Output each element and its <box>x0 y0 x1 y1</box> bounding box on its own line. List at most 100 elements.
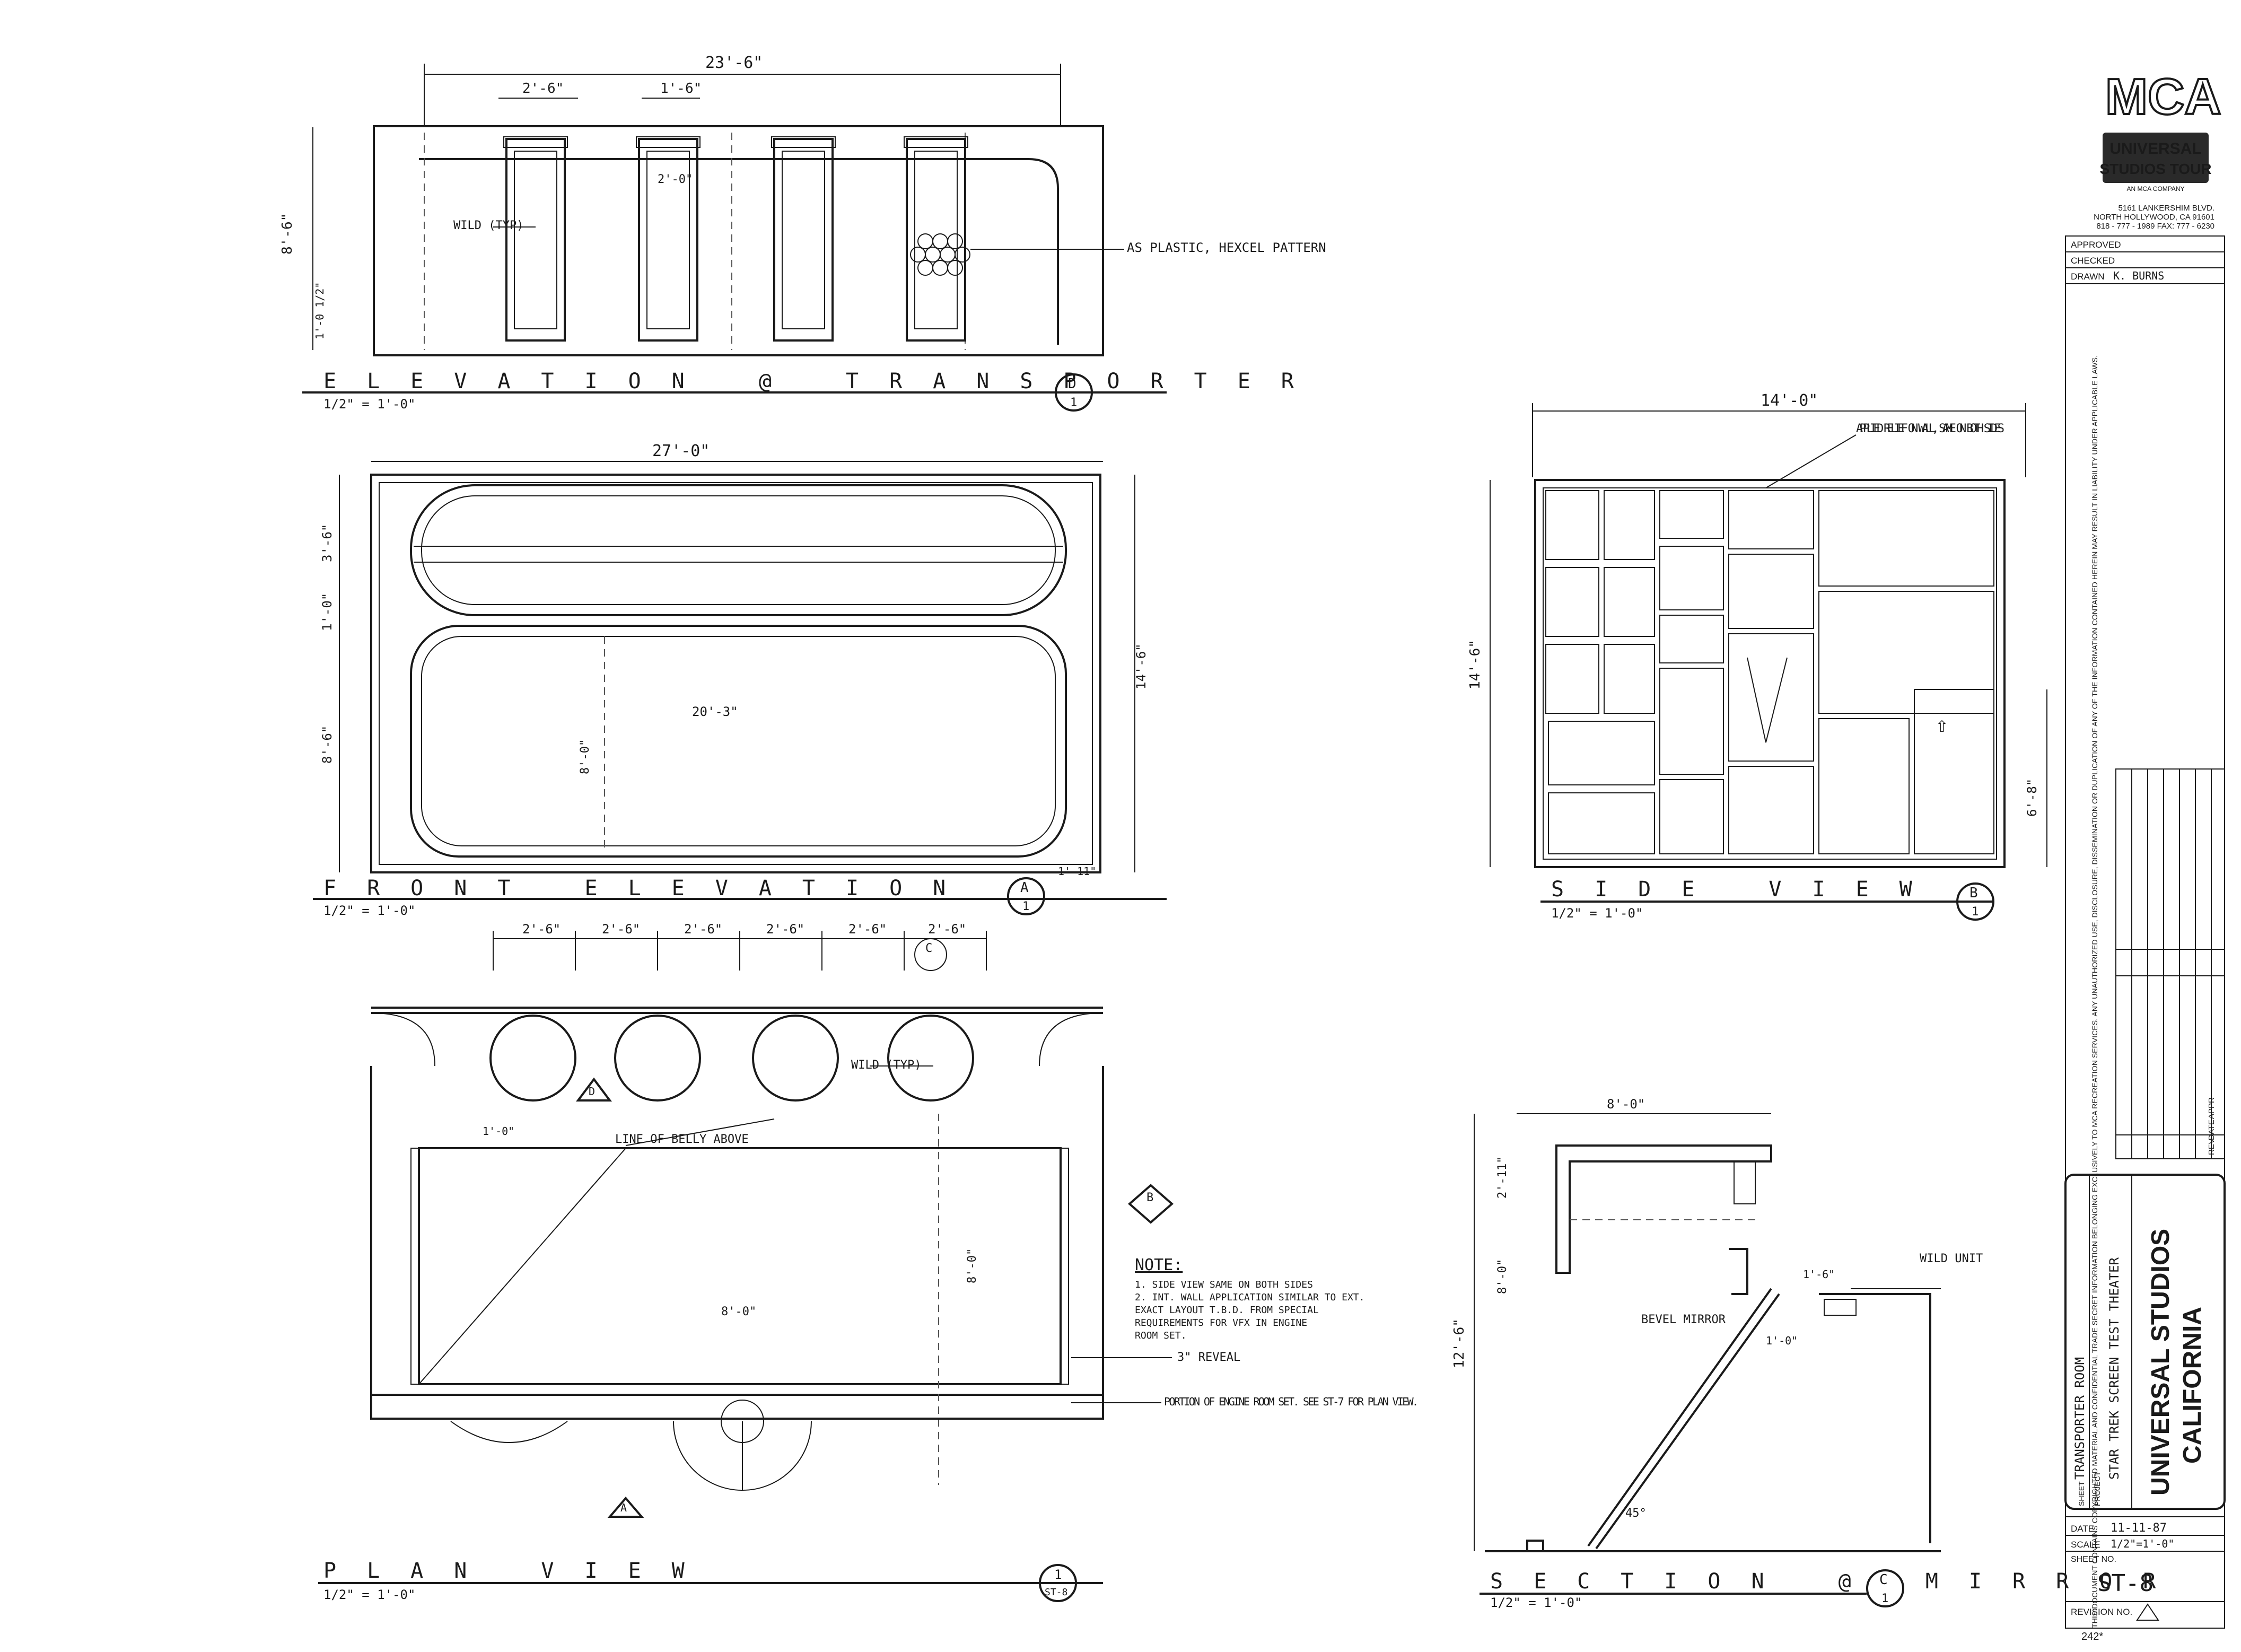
plan-dim-1: 2'-6" <box>522 922 561 937</box>
mirror-top-dim: 8'-0" <box>1607 1097 1645 1112</box>
transporter-view-title: ELEVATION @ TRANSPORTER <box>323 369 1325 394</box>
revision-label: REVISION NO. <box>2071 1607 2132 1617</box>
plan-wild-note: WILD (TYP) <box>851 1059 921 1072</box>
scale-label: SCALE <box>2071 1540 2100 1550</box>
transporter-overall-dim: 23'-6" <box>705 54 763 72</box>
sheet-value: TRANSPORTER ROOM <box>2072 1357 2087 1480</box>
appr-label: APPR <box>2207 1097 2216 1119</box>
rev-label: REV <box>2207 1139 2216 1155</box>
note-line-3: EXACT LAYOUT T.B.D. FROM SPECIAL <box>1135 1305 1319 1316</box>
front-inner-width-dim: 20'-3" <box>692 704 738 719</box>
front-elevation: 27'-0" 20'-3" 8'-0" 3'-6" 1'-0" 8'-6" 14… <box>313 442 1167 918</box>
plan-dim-6: 2'-6" <box>928 922 966 937</box>
hexcel-pattern <box>910 233 970 276</box>
front-scale: 1/2" = 1'-0" <box>323 903 415 918</box>
title-block: MCA UNIVERSAL STUDIOS TOUR AN MCA COMPAN… <box>2064 67 2226 1642</box>
universal-badge <box>2103 133 2209 183</box>
plan-section-b-letter: B <box>1146 1191 1153 1204</box>
date-value: 11-11-87 <box>2111 1522 2167 1535</box>
scale-value: 1/2"=1'-0" <box>2111 1537 2174 1550</box>
transporter-dim-w1: 2'-6" <box>522 81 564 97</box>
date-col-label: DATE <box>2207 1120 2216 1140</box>
phone-line: 818 - 777 - 1989 FAX: 777 - 6230 <box>2096 222 2214 231</box>
plan-note-block: NOTE: 1. SIDE VIEW SAME ON BOTH SIDES 2.… <box>1135 1256 1364 1341</box>
transporter-elevation: 23'-6" 2'-6" 1'-6" 2'-0" AS PLASTIC, HEX… <box>279 54 1326 412</box>
side-callout-sheet: 1 <box>1972 905 1979 919</box>
front-upper-dim: 3'-6" <box>320 524 335 562</box>
studio-line-2: CALIFORNIA <box>2178 1307 2207 1464</box>
plan-view: 2'-6" 2'-6" 2'-6" 2'-6" 2'-6" 2'-6" C LI… <box>318 922 1419 1602</box>
mirror-callout-letter: C <box>1879 1572 1888 1588</box>
front-overall-dim: 27'-0" <box>652 442 710 460</box>
approved-label: APPROVED <box>2071 240 2121 250</box>
sheet-label: SHEET <box>2077 1481 2086 1506</box>
mirror-callout-sheet: 1 <box>1881 1592 1888 1605</box>
front-callout-sheet: 1 <box>1022 900 1029 913</box>
front-total-height-dim: 14'-6" <box>1134 643 1149 689</box>
mirror-h1-dim: 2'-11" <box>1496 1157 1509 1199</box>
mirror-view-title: SECTION @ MIRROR <box>1490 1569 2186 1594</box>
transporter-dim-w2: 1'-6" <box>660 81 702 97</box>
side-overall-height-dim: 14'-6" <box>1467 640 1483 689</box>
transporter-wild-note: WILD (TYP) <box>453 219 523 232</box>
mirror-note: BEVEL MIRROR <box>1641 1313 1726 1326</box>
plan-callout-letter: 1 <box>1054 1567 1062 1582</box>
plan-section-c-letter: C <box>925 942 932 955</box>
address-line-2: NORTH HOLLYWOOD, CA 91601 <box>2094 213 2214 222</box>
mirror-angle: 45° <box>1625 1507 1647 1520</box>
plan-dim-4: 2'-6" <box>766 922 804 937</box>
plan-scale: 1/2" = 1'-0" <box>323 1587 415 1602</box>
mca-logo: MCA <box>2105 68 2221 125</box>
plan-dim-5: 2'-6" <box>848 922 887 937</box>
relief-note: APPLIED RELIEF ON WALL, SAME ON BOTH SID… <box>1856 422 2004 435</box>
transporter-dim-w3: 2'-0" <box>658 173 693 186</box>
reveal-note: 3" REVEAL <box>1177 1351 1240 1364</box>
side-scale: 1/2" = 1'-0" <box>1551 906 1643 921</box>
sheetno-value: ST-8 <box>2097 1570 2154 1597</box>
badge-line-1: UNIVERSAL <box>2109 140 2201 158</box>
checked-label: CHECKED <box>2071 256 2115 266</box>
note-line-4: REQUIREMENTS FOR VFX IN ENGINE <box>1135 1317 1307 1328</box>
side-door-symbol: ⇧ <box>1936 713 1948 737</box>
front-edge-dim: 1'-11" <box>1058 865 1096 878</box>
sheetno-label: SHEET NO. <box>2071 1555 2116 1564</box>
mirror-scale: 1/2" = 1'-0" <box>1490 1595 1582 1610</box>
plan-soffit-dim: 1'-0" <box>483 1125 514 1138</box>
side-view-title: SIDE VIEW <box>1551 877 1943 902</box>
transporter-callout-sheet: 1 <box>1070 396 1077 409</box>
front-callout-letter: A <box>1020 880 1029 896</box>
belly-line-note: LINE OF BELLY ABOVE <box>615 1133 749 1146</box>
transporter-callout-letter: D <box>1068 376 1076 392</box>
project-label: PROJECT <box>2093 1471 2102 1506</box>
mirror-total-dim: 12'-6" <box>1451 1318 1467 1368</box>
side-door-height-dim: 6'-8" <box>2025 779 2039 817</box>
legal-notice: THIS DOCUMENT CONTAINS COPYRIGHTED MATER… <box>2090 355 2099 1628</box>
project-value: STAR TREK SCREEN TEST THEATER <box>2107 1257 2122 1480</box>
mirror-section: 8'-0" 12'-6" 2'-11" 8'-0" BEVEL MIRROR 1… <box>1451 1097 2186 1610</box>
front-mid-dim: 1'-0" <box>320 593 335 631</box>
plastic-note: AS PLASTIC, HEXCEL PATTERN <box>1127 240 1326 255</box>
plan-callout-sheet: ST-8 <box>1045 1587 1067 1598</box>
plan-width-dim: 8'-0" <box>721 1305 756 1318</box>
side-callout-letter: B <box>1969 885 1978 901</box>
drawn-by: K. BURNS <box>2113 269 2164 282</box>
footer-number: 242* <box>2081 1631 2103 1642</box>
note-line-1: 1. SIDE VIEW SAME ON BOTH SIDES <box>1135 1279 1313 1290</box>
date-label: DATE <box>2071 1524 2094 1534</box>
plan-depth-dim: 8'-0" <box>966 1248 979 1283</box>
plan-section-a-letter: A <box>620 1501 627 1514</box>
plan-dim-2: 2'-6" <box>602 922 640 937</box>
note-line-5: ROOM SET. <box>1135 1330 1187 1341</box>
front-inner-height-dim: 8'-0" <box>579 739 592 774</box>
plan-dim-3: 2'-6" <box>684 922 722 937</box>
note-heading: NOTE: <box>1135 1256 1183 1274</box>
side-view: 14'-0" APPLIED RELIEF ON WALL, SAME ON B… <box>1467 391 2047 921</box>
side-overall-width-dim: 14'-0" <box>1761 391 1818 410</box>
badge-line-2: STUDIOS TOUR <box>2099 161 2211 177</box>
mirror-wild-note: WILD UNIT <box>1920 1252 1983 1265</box>
transporter-height-dim: 8'-6" <box>279 213 295 255</box>
mirror-offset-dim: 1'-6" <box>1803 1268 1835 1281</box>
front-lower-dim: 8'-6" <box>320 726 335 764</box>
transporter-scale: 1/2" = 1'-0" <box>323 397 415 412</box>
